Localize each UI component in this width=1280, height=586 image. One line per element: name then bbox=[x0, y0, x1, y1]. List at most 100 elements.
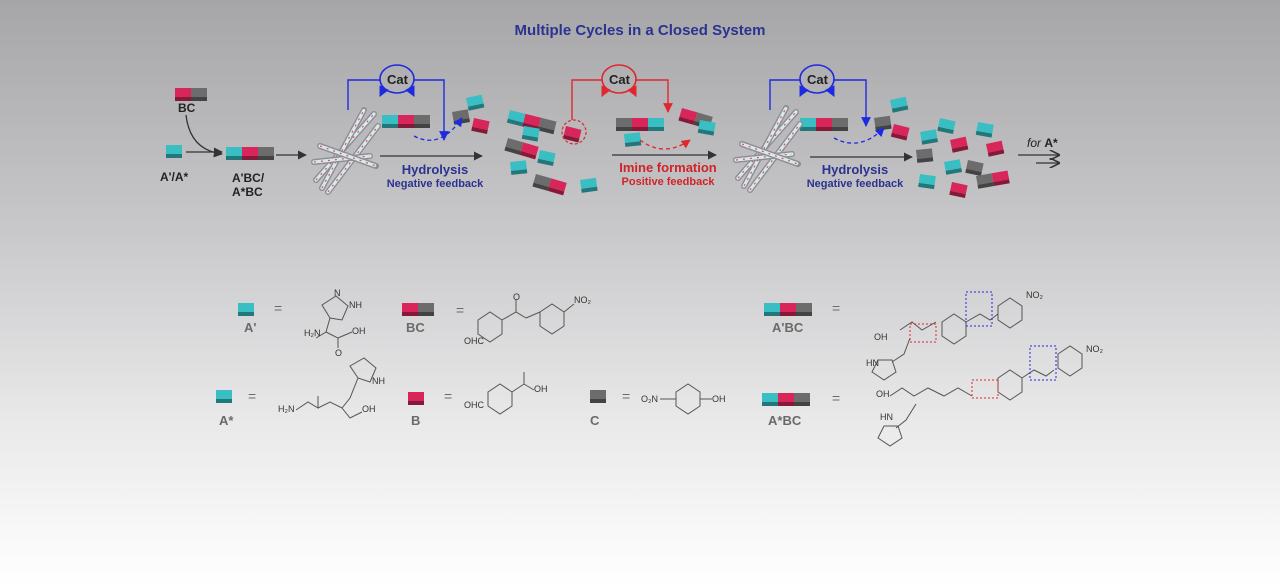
block-icon bbox=[510, 160, 528, 175]
fiber-bundle-icon bbox=[733, 105, 803, 193]
chem-no2: NO₂ bbox=[574, 295, 591, 305]
blocks-layer bbox=[166, 88, 1010, 406]
catalyst-cycle-icon bbox=[347, 64, 463, 141]
eq-a-prime-bc: = bbox=[832, 300, 841, 316]
block-icon bbox=[949, 182, 968, 199]
eq-a-star: = bbox=[248, 388, 257, 404]
block-icon bbox=[624, 132, 642, 147]
legend-c: C bbox=[590, 413, 600, 428]
highlight-boxes bbox=[909, 291, 1057, 399]
cat-label-2: Cat bbox=[609, 72, 630, 87]
step2-desc: Positive feedback bbox=[621, 176, 715, 188]
eq-b: = bbox=[444, 388, 453, 404]
step1-desc: Negative feedback bbox=[386, 178, 484, 190]
cat-label-3: Cat bbox=[807, 72, 828, 87]
bc-merge-arrow bbox=[185, 114, 223, 158]
chem-nh: NH bbox=[349, 300, 362, 310]
legend-a-star-bc: A*BC bbox=[768, 413, 802, 428]
block-icon bbox=[471, 118, 490, 135]
chem-oh-c: OH bbox=[712, 394, 726, 404]
step3-name: Hydrolysis bbox=[821, 162, 889, 177]
block-icon bbox=[402, 303, 434, 316]
block-icon bbox=[562, 126, 582, 143]
catalyst-cycle-icon bbox=[769, 64, 885, 144]
chem-oh-astar: OH bbox=[362, 404, 376, 414]
legend-bc: BC bbox=[406, 320, 425, 335]
block-icon bbox=[976, 170, 1010, 189]
catalyst-cycle-icon bbox=[561, 64, 691, 150]
chem-o: O bbox=[335, 348, 343, 358]
chem-no2-astarbc: NO₂ bbox=[1086, 344, 1103, 354]
block-icon bbox=[950, 136, 969, 153]
block-icon bbox=[874, 115, 892, 131]
chem-h2n-astar: H₂N bbox=[278, 404, 295, 414]
step3-desc: Negative feedback bbox=[806, 178, 904, 190]
block-icon bbox=[466, 94, 485, 111]
block-icon bbox=[175, 88, 207, 101]
block-icon bbox=[918, 174, 936, 190]
eq-bc: = bbox=[456, 302, 465, 318]
chem-oh-b: OH bbox=[534, 384, 548, 394]
eq-c: = bbox=[622, 388, 631, 404]
chem-ho-astarbc: OH bbox=[876, 389, 890, 399]
block-icon bbox=[937, 118, 956, 135]
chem-oh: OH bbox=[352, 326, 366, 336]
block-icon bbox=[382, 115, 430, 128]
eq-a-star-bc: = bbox=[832, 390, 841, 406]
chem-h2n: H₂N bbox=[304, 328, 321, 338]
chem-ohc-b: OHC bbox=[464, 400, 484, 410]
a-label: A'/A* bbox=[160, 170, 189, 184]
block-icon bbox=[166, 145, 182, 158]
abc-label-2: A*BC bbox=[232, 185, 263, 199]
block-icon bbox=[532, 174, 567, 196]
chem-ho-abc: OH bbox=[874, 332, 888, 342]
legend-a-prime: A' bbox=[244, 320, 257, 335]
step2-name: Imine formation bbox=[619, 160, 717, 175]
for-text: for A* bbox=[1027, 136, 1058, 150]
block-icon bbox=[616, 118, 664, 131]
abc-label-1: A'BC/ bbox=[232, 171, 265, 185]
block-icon bbox=[697, 120, 716, 136]
eq-a-prime: = bbox=[274, 300, 283, 316]
block-icon bbox=[216, 390, 232, 403]
legend-a-prime-bc: A'BC bbox=[772, 320, 804, 335]
block-icon bbox=[408, 392, 424, 405]
block-icon bbox=[800, 118, 848, 131]
legend-a-star: A* bbox=[219, 413, 234, 428]
chem-n: N bbox=[334, 288, 341, 298]
bc-label: BC bbox=[178, 101, 196, 115]
cat-label-1: Cat bbox=[387, 72, 408, 87]
block-icon bbox=[762, 393, 810, 406]
chem-o-bc: O bbox=[513, 292, 521, 302]
block-icon bbox=[452, 109, 471, 125]
block-icon bbox=[986, 140, 1005, 157]
chem-ohc: OHC bbox=[464, 336, 484, 346]
chem-hn-astarbc: HN bbox=[880, 412, 893, 422]
block-icon bbox=[920, 129, 939, 145]
chem-o2n-c: O₂N bbox=[641, 394, 658, 404]
block-icon bbox=[890, 124, 910, 141]
block-icon bbox=[944, 159, 963, 175]
fibers-layer bbox=[311, 105, 803, 195]
molecule-structure-icon bbox=[295, 295, 1083, 447]
block-icon bbox=[521, 125, 540, 142]
block-icon bbox=[916, 148, 934, 163]
block-icon bbox=[537, 150, 556, 167]
reaction-arrows bbox=[185, 114, 1060, 163]
block-icon bbox=[590, 390, 606, 403]
chem-no2-abc: NO₂ bbox=[1026, 290, 1043, 300]
fiber-bundle-icon bbox=[311, 107, 381, 195]
block-icon bbox=[965, 160, 984, 177]
legend-b: B bbox=[411, 413, 421, 428]
block-icon bbox=[238, 303, 254, 316]
block-icon bbox=[580, 177, 598, 193]
block-icon bbox=[975, 122, 994, 138]
block-icon bbox=[504, 138, 539, 160]
block-icon bbox=[226, 147, 274, 160]
block-icon bbox=[764, 303, 812, 316]
step1-name: Hydrolysis bbox=[401, 162, 469, 177]
page-title: Multiple Cycles in a Closed System bbox=[514, 22, 766, 39]
block-icon bbox=[890, 96, 909, 113]
chem-nh-astar: NH bbox=[372, 376, 385, 386]
